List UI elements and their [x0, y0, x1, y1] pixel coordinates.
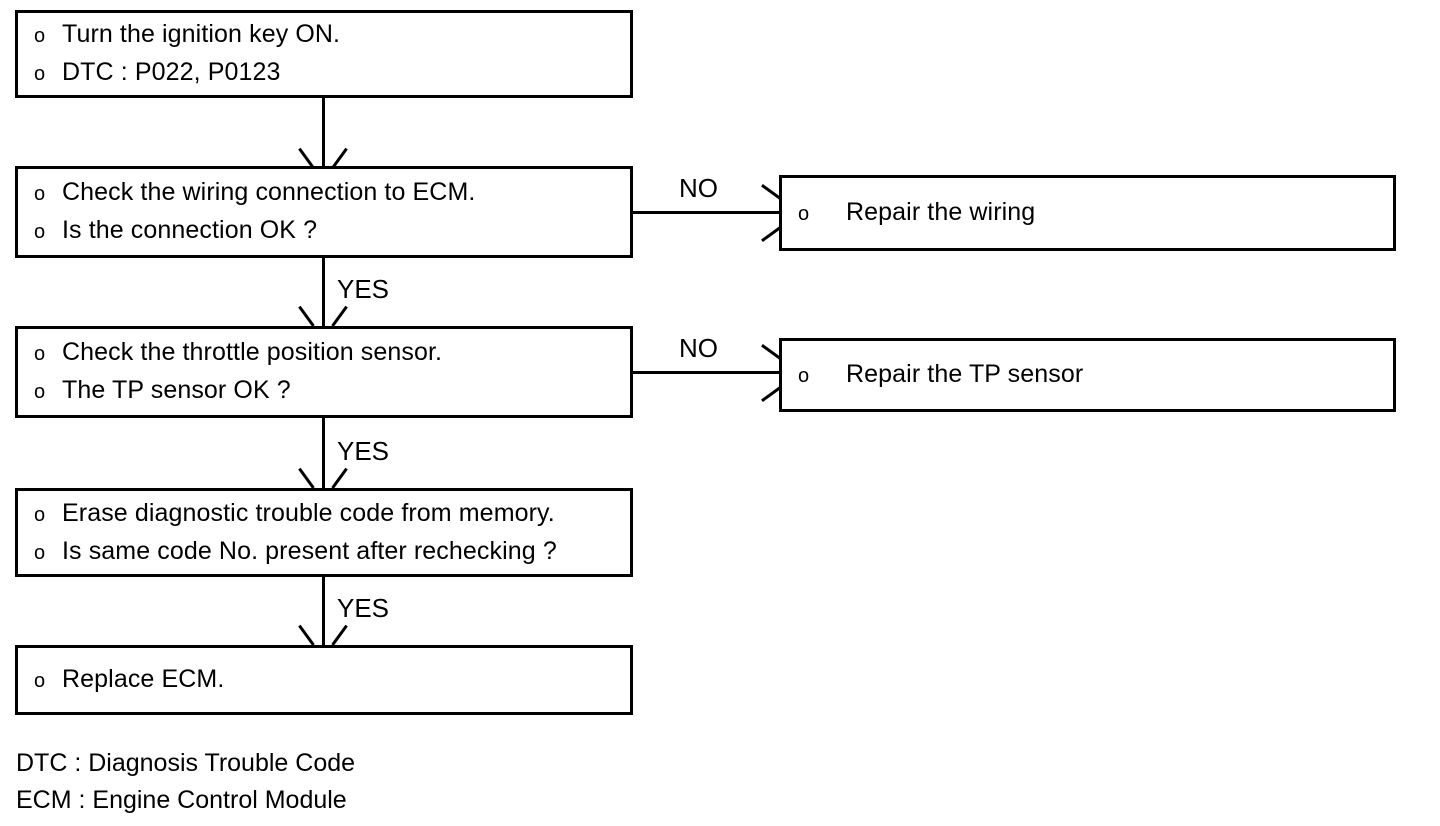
- legend-row-dtc: DTC : Diagnosis Trouble Code: [16, 749, 356, 777]
- arrowhead-down-erase-yes: [306, 622, 340, 644]
- node-repair-tp-sensor: o Repair the TP sensor: [779, 338, 1396, 412]
- node-erase-code-line-1: o Erase diagnostic trouble code from mem…: [34, 495, 630, 533]
- bullet-icon: o: [34, 183, 46, 205]
- node-repair-tp-sensor-text-1: Repair the TP sensor: [846, 360, 1084, 388]
- arrowhead-right-tp-no: [757, 354, 781, 392]
- bullet-icon: o: [798, 365, 810, 387]
- edge-label-wiring-yes: YES: [337, 274, 390, 304]
- legend: DTC : Diagnosis Trouble Code ECM : Engin…: [16, 745, 355, 819]
- node-check-tp-sensor-text-1: Check the throttle position sensor.: [62, 338, 443, 366]
- node-erase-code-text-1: Erase diagnostic trouble code from memor…: [62, 498, 555, 527]
- node-check-wiring: o Check the wiring connection to ECM. o …: [15, 166, 633, 258]
- arrowhead-down-start-to-wiring: [306, 145, 340, 167]
- edge-label-tp-no: NO: [679, 333, 718, 363]
- node-repair-wiring-line-1: o Repair the wiring: [798, 194, 1393, 232]
- node-check-wiring-text-1: Check the wiring connection to ECM.: [62, 178, 476, 206]
- node-start-line-2: o DTC : P022, P0123: [34, 54, 630, 92]
- connector-wiring-yes: [322, 258, 325, 326]
- connector-tp-no: [633, 371, 785, 374]
- node-check-wiring-line-1: o Check the wiring connection to ECM.: [34, 174, 630, 212]
- connector-tp-yes: [322, 418, 325, 488]
- connector-start-to-wiring: [322, 98, 325, 168]
- node-check-tp-sensor-line-2: o The TP sensor OK ?: [34, 372, 630, 410]
- bullet-icon: o: [34, 221, 46, 243]
- bullet-icon: o: [34, 381, 46, 403]
- bullet-icon: o: [34, 541, 46, 564]
- arrowhead-down-tp-yes: [306, 465, 340, 487]
- node-erase-code: o Erase diagnostic trouble code from mem…: [15, 488, 633, 577]
- node-check-tp-sensor-text-2: The TP sensor OK ?: [62, 376, 291, 404]
- bullet-icon: o: [34, 25, 46, 47]
- bullet-icon: o: [798, 203, 810, 225]
- bullet-icon: o: [34, 63, 46, 85]
- bullet-icon: o: [34, 670, 46, 692]
- node-start: o Turn the ignition key ON. o DTC : P022…: [15, 10, 633, 98]
- node-replace-ecm-text-1: Replace ECM.: [62, 665, 225, 693]
- node-check-tp-sensor: o Check the throttle position sensor. o …: [15, 326, 633, 418]
- bullet-icon: o: [34, 503, 46, 526]
- edge-label-erase-yes: YES: [337, 593, 390, 623]
- node-check-wiring-line-2: o Is the connection OK ?: [34, 212, 630, 250]
- bullet-icon: o: [34, 343, 46, 365]
- node-check-wiring-text-2: Is the connection OK ?: [62, 216, 318, 244]
- node-erase-code-line-2: o Is same code No. present after recheck…: [34, 533, 630, 571]
- node-replace-ecm-line-1: o Replace ECM.: [34, 661, 630, 699]
- node-repair-wiring-text-1: Repair the wiring: [846, 198, 1036, 226]
- node-repair-wiring: o Repair the wiring: [779, 175, 1396, 251]
- node-start-text-2: DTC : P022, P0123: [62, 58, 281, 86]
- node-replace-ecm: o Replace ECM.: [15, 645, 633, 715]
- node-check-tp-sensor-line-1: o Check the throttle position sensor.: [34, 334, 630, 372]
- node-start-line-1: o Turn the ignition key ON.: [34, 16, 630, 54]
- legend-row-ecm: ECM : Engine Control Module: [16, 786, 347, 814]
- arrowhead-right-wiring-no: [757, 194, 781, 232]
- edge-label-wiring-no: NO: [679, 173, 718, 203]
- connector-erase-yes: [322, 577, 325, 645]
- arrowhead-down-wiring-yes: [306, 303, 340, 325]
- connector-wiring-no: [633, 211, 785, 214]
- node-erase-code-text-2: Is same code No. present after recheckin…: [62, 536, 557, 565]
- node-start-text-1: Turn the ignition key ON.: [62, 20, 341, 48]
- edge-label-tp-yes: YES: [337, 436, 390, 466]
- node-repair-tp-sensor-line-1: o Repair the TP sensor: [798, 356, 1393, 394]
